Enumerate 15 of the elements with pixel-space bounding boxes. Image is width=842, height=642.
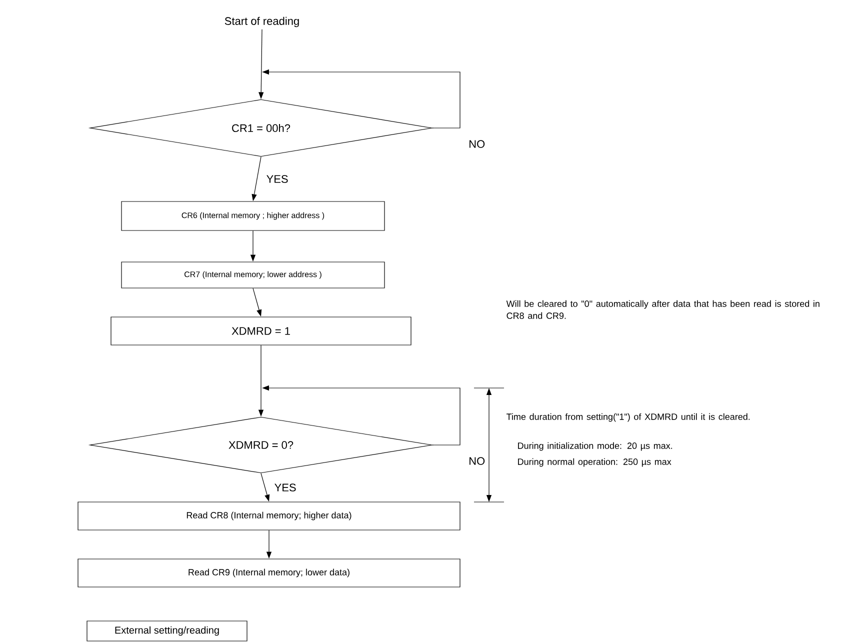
process-box: Read CR8 (Internal memory; higher data) — [78, 502, 460, 530]
edge-label: NO — [468, 456, 486, 466]
note-text: Will be cleared to "0" automatically after data that has been read is stored in CR8 and CR9. — [506, 300, 820, 319]
process-box: CR7 (Internal memory; lower address ) — [121, 262, 385, 288]
process-box: CR6 (Internal memory ; higher address ) — [121, 201, 385, 231]
note-text: During normal operation: 250 µs max — [518, 458, 672, 467]
edge-label: YES — [265, 174, 290, 184]
note-text: During initialization mode: 20 µs max. — [518, 442, 672, 451]
process-box: Read CR9 (Internal memory; lower data) — [78, 558, 460, 588]
edge-label: YES — [273, 482, 298, 492]
process-box: External setting/reading — [86, 620, 248, 642]
start-label: Start of reading — [224, 16, 299, 28]
edge-label: NO — [468, 139, 486, 149]
note-text: Time duration from setting("1") of XDMRD until it is cleared. — [506, 413, 750, 422]
process-box: XDMRD = 1 — [110, 316, 412, 346]
